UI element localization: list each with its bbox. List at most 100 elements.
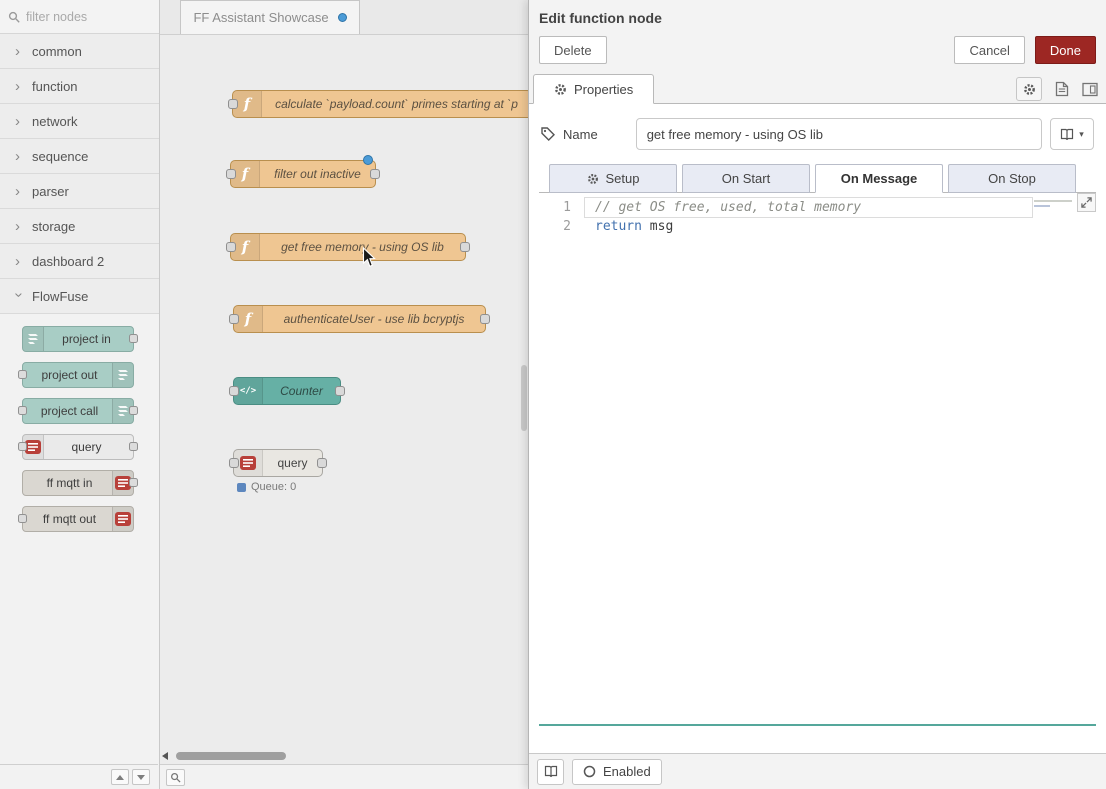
palette-category-parser[interactable]: › parser [0, 174, 159, 209]
tab-setup[interactable]: Setup [549, 164, 677, 193]
docs-icon[interactable] [1055, 81, 1069, 97]
navigator-toggle-button[interactable] [166, 768, 185, 786]
name-input[interactable] [635, 118, 1042, 150]
editor-minimap[interactable] [1034, 200, 1072, 207]
node-label: filter out inactive [274, 167, 361, 181]
node-port-output[interactable] [335, 386, 345, 396]
code-keyword: return [595, 219, 642, 234]
dialog-header-icons [1016, 77, 1098, 101]
code-editor: 1 2 // get OS free, used, total memory r… [539, 193, 1096, 726]
chevron-right-icon: › [15, 182, 20, 200]
palette-node-ff-mqtt-out[interactable]: ff mqtt out [18, 506, 134, 532]
tab-on-start[interactable]: On Start [682, 164, 810, 193]
node-port-output[interactable] [317, 458, 327, 468]
chevron-right-icon: › [15, 217, 20, 235]
tab-on-message[interactable]: On Message [815, 164, 943, 193]
palette-search-input[interactable] [26, 9, 138, 24]
line-number-gutter: 1 2 [539, 193, 585, 724]
flow-node-authenticate-user[interactable]: f authenticateUser - use lib bcryptjs [229, 305, 490, 333]
chevron-down-icon: › [10, 292, 28, 297]
node-port-input[interactable] [18, 442, 27, 451]
settings-button[interactable] [1016, 77, 1042, 101]
node-port-output[interactable] [129, 442, 138, 451]
palette-category-function[interactable]: › function [0, 69, 159, 104]
scrollbar-thumb[interactable] [176, 752, 286, 760]
palette-node-ff-mqtt-in[interactable]: ff mqtt in [22, 470, 138, 496]
node-port-output[interactable] [129, 334, 138, 343]
node-palette: › common › function › network › sequence… [0, 0, 160, 789]
palette-node-project-out[interactable]: project out [18, 362, 134, 388]
minimap-line [1034, 205, 1050, 207]
tab-on-stop[interactable]: On Stop [948, 164, 1076, 193]
node-label: authenticateUser - use lib bcryptjs [283, 312, 465, 326]
node-port-input[interactable] [229, 314, 239, 324]
label-options-button[interactable]: ▾ [1050, 118, 1094, 150]
flow-tabbar: FF Assistant Showcase [160, 0, 528, 35]
done-button[interactable]: Done [1034, 36, 1096, 64]
code-line: return msg [585, 217, 1032, 236]
palette-collapse-all-button[interactable] [111, 769, 129, 785]
canvas-vertical-scrollbar[interactable] [521, 365, 527, 431]
flowfuse-icon [112, 399, 133, 423]
node-port-input[interactable] [18, 514, 27, 523]
tab-properties[interactable]: Properties [533, 74, 655, 104]
code-area[interactable]: // get OS free, used, total memory retur… [584, 193, 1033, 236]
flow-node-get-free-memory[interactable]: f get free memory - using OS lib [226, 233, 470, 261]
dialog-footer: Enabled [529, 753, 1106, 789]
palette-category-common[interactable]: › common [0, 34, 159, 69]
code-comment: // get OS free, used, total memory [595, 200, 862, 215]
chevron-right-icon: › [15, 112, 20, 130]
dialog-button-row: Delete Cancel Done [529, 32, 1106, 74]
function-icon: f [233, 91, 262, 117]
node-port-output[interactable] [129, 478, 138, 487]
gear-icon [554, 83, 567, 96]
node-port-input[interactable] [18, 370, 27, 379]
flow-node-filter-out-inactive[interactable]: f filter out inactive [226, 155, 380, 188]
node-label: Counter [280, 384, 323, 398]
code-line: // get OS free, used, total memory [584, 197, 1033, 218]
node-port-output[interactable] [370, 169, 380, 179]
category-label: FlowFuse [32, 288, 89, 304]
workspace-footer [160, 764, 528, 789]
palette-category-flowfuse[interactable]: › FlowFuse [0, 279, 159, 314]
node-port-input[interactable] [18, 406, 27, 415]
delete-button[interactable]: Delete [539, 36, 607, 64]
palette-category-sequence[interactable]: › sequence [0, 139, 159, 174]
code-text: msg [641, 219, 674, 234]
palette-node-project-call[interactable]: project call [18, 398, 138, 424]
node-port-input[interactable] [228, 99, 238, 109]
palette-node-query[interactable]: query [18, 434, 138, 460]
canvas-horizontal-scrollbar [162, 750, 520, 762]
palette-category-storage[interactable]: › storage [0, 209, 159, 244]
flow-node-counter[interactable]: </> Counter [229, 377, 345, 405]
scroll-left-arrow-icon[interactable] [162, 752, 168, 760]
enabled-toggle-button[interactable]: Enabled [572, 758, 662, 785]
flowfuse-mqtt-icon [112, 471, 133, 495]
library-button[interactable] [537, 758, 564, 785]
node-port-output[interactable] [129, 406, 138, 415]
line-number: 1 [563, 200, 571, 215]
node-port-input[interactable] [229, 458, 239, 468]
flow-node-query[interactable]: query [229, 449, 327, 477]
node-port-input[interactable] [226, 169, 236, 179]
layout-expand-icon[interactable] [1082, 82, 1098, 97]
expand-editor-button[interactable] [1077, 193, 1096, 212]
node-status: Queue: 0 [237, 481, 296, 493]
palette-category-flowfuse-content: project in project out project call quer… [0, 314, 159, 548]
name-row: Name ▾ [541, 118, 1094, 150]
node-port-input[interactable] [229, 386, 239, 396]
node-port-output[interactable] [460, 242, 470, 252]
flow-node-calculate-primes[interactable]: f calculate `payload.count` primes start… [228, 90, 528, 118]
palette-category-dashboard-2[interactable]: › dashboard 2 [0, 244, 159, 279]
cancel-button[interactable]: Cancel [954, 36, 1025, 64]
palette-category-network[interactable]: › network [0, 104, 159, 139]
palette-node-project-in[interactable]: project in [22, 326, 138, 352]
flow-tab-ff-assistant-showcase[interactable]: FF Assistant Showcase [180, 0, 360, 34]
category-label: common [32, 43, 82, 59]
node-port-input[interactable] [226, 242, 236, 252]
palette-expand-all-button[interactable] [132, 769, 150, 785]
palette-node-label: ff mqtt out [42, 512, 97, 526]
node-port-output[interactable] [480, 314, 490, 324]
flow-canvas[interactable]: f calculate `payload.count` primes start… [160, 35, 528, 764]
